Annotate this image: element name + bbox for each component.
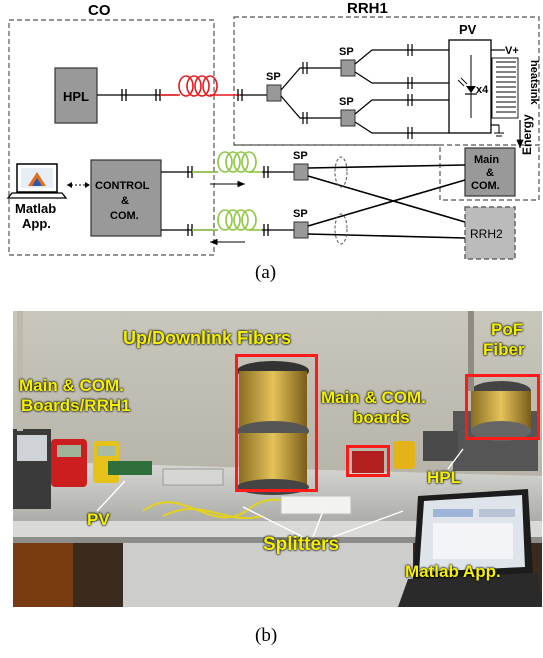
splitter-upper [340, 59, 356, 77]
caption-b: (b) [255, 625, 278, 646]
label-main-boards-line1: Main & COM. [19, 376, 124, 395]
main-com-line2: & [486, 167, 494, 179]
sp-label-3: SP [339, 96, 354, 108]
label-updown-fibers: Up/Downlink Fibers [123, 328, 292, 348]
hpl-label: HPL [63, 89, 89, 104]
label-hpl: HPL [427, 468, 461, 487]
main-com-box [464, 147, 516, 197]
sp-label-2: SP [339, 46, 354, 58]
system-diagram: CO RRH1 HPL SP SP SP [6, 0, 540, 260]
sp-label-4: SP [293, 150, 308, 162]
splitter-main [266, 84, 282, 102]
hpl-box [54, 67, 98, 124]
co-label: CO [88, 2, 111, 19]
control-line3: COM. [110, 210, 139, 222]
splitter-downlink [293, 163, 309, 181]
branch-marker-upper [334, 156, 348, 188]
photodiode-icon [457, 55, 477, 118]
rrh2-label: RRH2 [470, 227, 503, 241]
main-com-line1: Main [474, 154, 499, 166]
sp-label-5: SP [293, 208, 308, 220]
control-line1: CONTROL [95, 180, 150, 192]
pof-fiber-coil-icon [160, 75, 240, 97]
pof-fiber-highlight [465, 374, 540, 440]
label-main-boards-line2: Boards/RRH1 [21, 396, 131, 415]
annotation-pointers [96, 448, 464, 538]
splitter-uplink [293, 221, 309, 239]
label-matlab-app: Matlab App. [405, 562, 501, 581]
laptop-icon [6, 163, 68, 199]
ground-icon [494, 125, 504, 137]
rrh2-box [464, 206, 516, 260]
heatsink-label: heatsink [528, 60, 540, 106]
uplink-fiber-coil-icon [192, 209, 262, 231]
co-region [8, 19, 215, 256]
main-com-line3: COM. [471, 180, 500, 192]
branch-connectors [407, 44, 413, 139]
branch-marker-lower [334, 213, 348, 245]
main-com-boards-highlight [346, 445, 390, 477]
rrh1-extension [234, 144, 540, 201]
pv-count: x4 [476, 84, 489, 96]
label-splitters: Splitters [263, 534, 340, 555]
testbed-photo-drawing [13, 311, 542, 607]
matlab-link-arrow [67, 182, 90, 188]
label-pof-line2: Fiber [483, 340, 525, 359]
heatsink-icon [491, 57, 519, 119]
pv-label: PV [459, 22, 477, 37]
label-pof-line1: PoF [491, 320, 524, 339]
matlab-line2: App. [22, 216, 51, 231]
rrh1-label: RRH1 [347, 0, 388, 17]
label-main-com-line2: boards [353, 408, 410, 427]
caption-a: (a) [255, 262, 277, 283]
energy-label: Energy [520, 114, 534, 155]
label-pv: PV [87, 510, 110, 529]
updown-fibers-highlight [235, 354, 318, 492]
testbed-photo: Up/Downlink Fibers PoF Fiber Main & COM.… [13, 311, 542, 607]
control-line2: & [121, 195, 129, 207]
vplus-label: V+ [505, 45, 519, 57]
downlink-fiber-coil-icon [192, 151, 262, 173]
splitter-lower [340, 109, 356, 127]
control-com-box [90, 159, 162, 237]
label-main-com-line1: Main & COM. [321, 388, 426, 407]
matlab-line1: Matlab [15, 201, 56, 216]
sp-label-1: SP [266, 71, 281, 83]
